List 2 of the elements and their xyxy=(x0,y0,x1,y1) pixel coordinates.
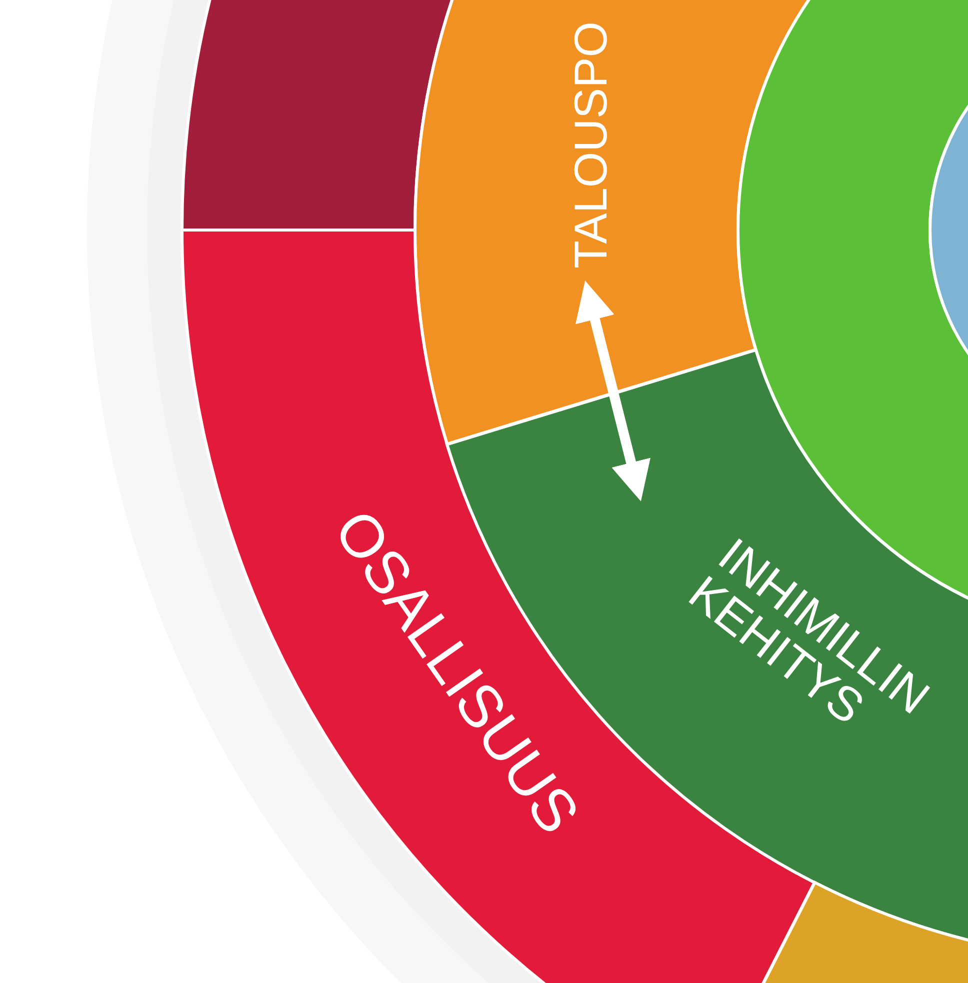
double-arrow xyxy=(576,280,650,502)
segment-label: TALOUSPO xyxy=(567,21,614,269)
